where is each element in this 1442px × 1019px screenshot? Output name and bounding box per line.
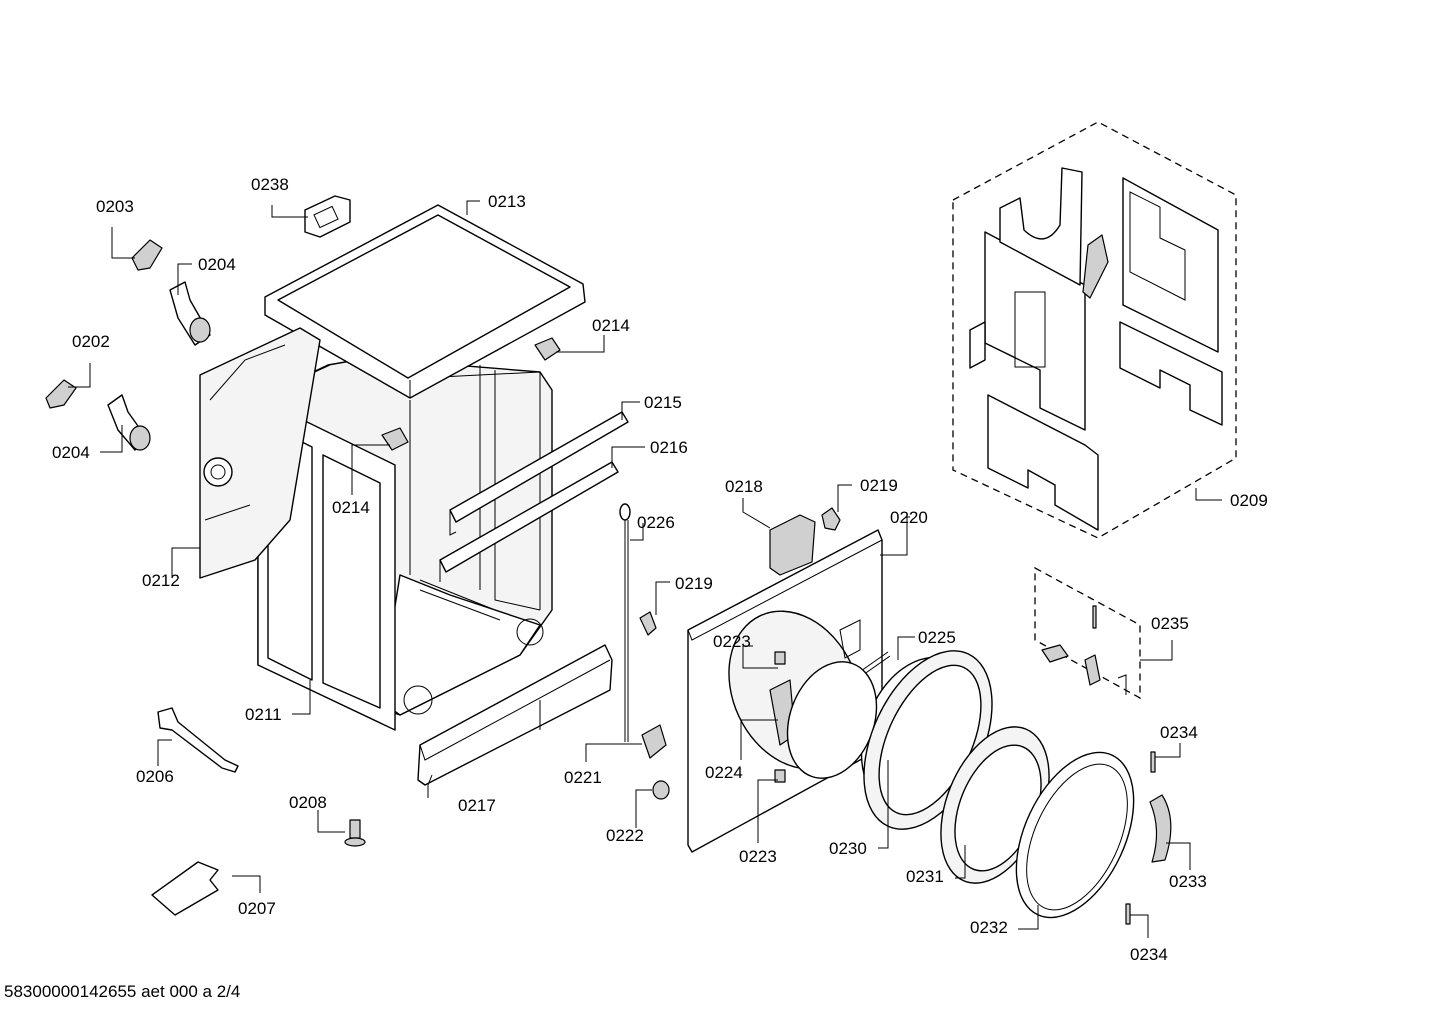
label-0206: 0206	[136, 767, 174, 786]
label-0230: 0230	[829, 839, 867, 858]
label-0207: 0207	[238, 899, 276, 918]
label-0204-upper: 0204	[198, 255, 236, 274]
cable-0226	[619, 503, 631, 742]
rail-0216	[439, 461, 619, 582]
label-0220: 0220	[890, 508, 928, 527]
label-0218: 0218	[725, 477, 763, 496]
valve-0204-upper	[169, 281, 211, 346]
label-0223-upper: 0223	[713, 632, 751, 651]
rear-panel-0212	[199, 327, 321, 579]
valve-0202	[45, 379, 77, 409]
label-0224: 0224	[705, 763, 743, 782]
label-0216: 0216	[650, 438, 688, 457]
label-0214-lower: 0214	[332, 498, 370, 517]
packaging-set-0209	[952, 121, 1237, 539]
label-0234-lower: 0234	[1130, 945, 1168, 964]
document-reference: 58300000142655 aet 000 a 2/4	[4, 982, 241, 1001]
label-0226: 0226	[637, 513, 675, 532]
shim-0207	[151, 861, 219, 916]
label-0211: 0211	[245, 705, 282, 724]
label-0225: 0225	[918, 628, 956, 647]
label-0212: 0212	[142, 571, 180, 590]
label-0231: 0231	[906, 867, 944, 886]
pin-0234-lower	[1125, 903, 1131, 925]
valve-0203	[131, 239, 163, 271]
label-0219-upper: 0219	[860, 476, 898, 495]
handle-0233	[1149, 794, 1172, 863]
label-0234-upper: 0234	[1160, 723, 1198, 742]
clip-0219-lower	[639, 611, 657, 636]
top-cover-0213	[264, 204, 586, 399]
label-0209: 0209	[1230, 491, 1268, 510]
label-0208: 0208	[289, 793, 327, 812]
label-0214-upper: 0214	[592, 316, 630, 335]
label-0223-lower: 0223	[739, 847, 777, 866]
label-0217: 0217	[458, 796, 496, 815]
clip-0221	[641, 724, 667, 759]
wrench-0206	[157, 707, 239, 773]
hinge-0214-upper	[534, 337, 561, 361]
label-0235: 0235	[1151, 614, 1189, 633]
lock-kit-0235	[1034, 566, 1141, 700]
label-0221: 0221	[564, 768, 602, 787]
label-0202: 0202	[72, 332, 110, 351]
valve-0204-lower	[107, 394, 151, 451]
clip-0238	[304, 195, 351, 238]
leader-lines	[68, 200, 1222, 938]
rail-0215	[449, 411, 629, 536]
clip-0219-upper	[821, 507, 841, 531]
label-0222: 0222	[606, 826, 644, 845]
label-0233: 0233	[1169, 872, 1207, 891]
knob-0222	[652, 780, 670, 800]
part-labels: 0203 0204 0202 0204 0238 0213 0214 0214 …	[52, 175, 1268, 964]
label-0238: 0238	[251, 175, 289, 194]
label-0232: 0232	[970, 918, 1008, 937]
cabinet-0211	[257, 357, 553, 731]
control-panel-0217	[417, 644, 613, 786]
door-frame-0232	[1015, 751, 1135, 919]
label-0219-lower: 0219	[675, 574, 713, 593]
foot-0208	[344, 819, 366, 847]
pin-0234-upper	[1150, 751, 1156, 773]
label-0215: 0215	[644, 393, 682, 412]
module-0218	[769, 514, 816, 576]
label-0204-lower: 0204	[52, 443, 90, 462]
label-0203: 0203	[96, 197, 134, 216]
label-0213: 0213	[488, 192, 526, 211]
